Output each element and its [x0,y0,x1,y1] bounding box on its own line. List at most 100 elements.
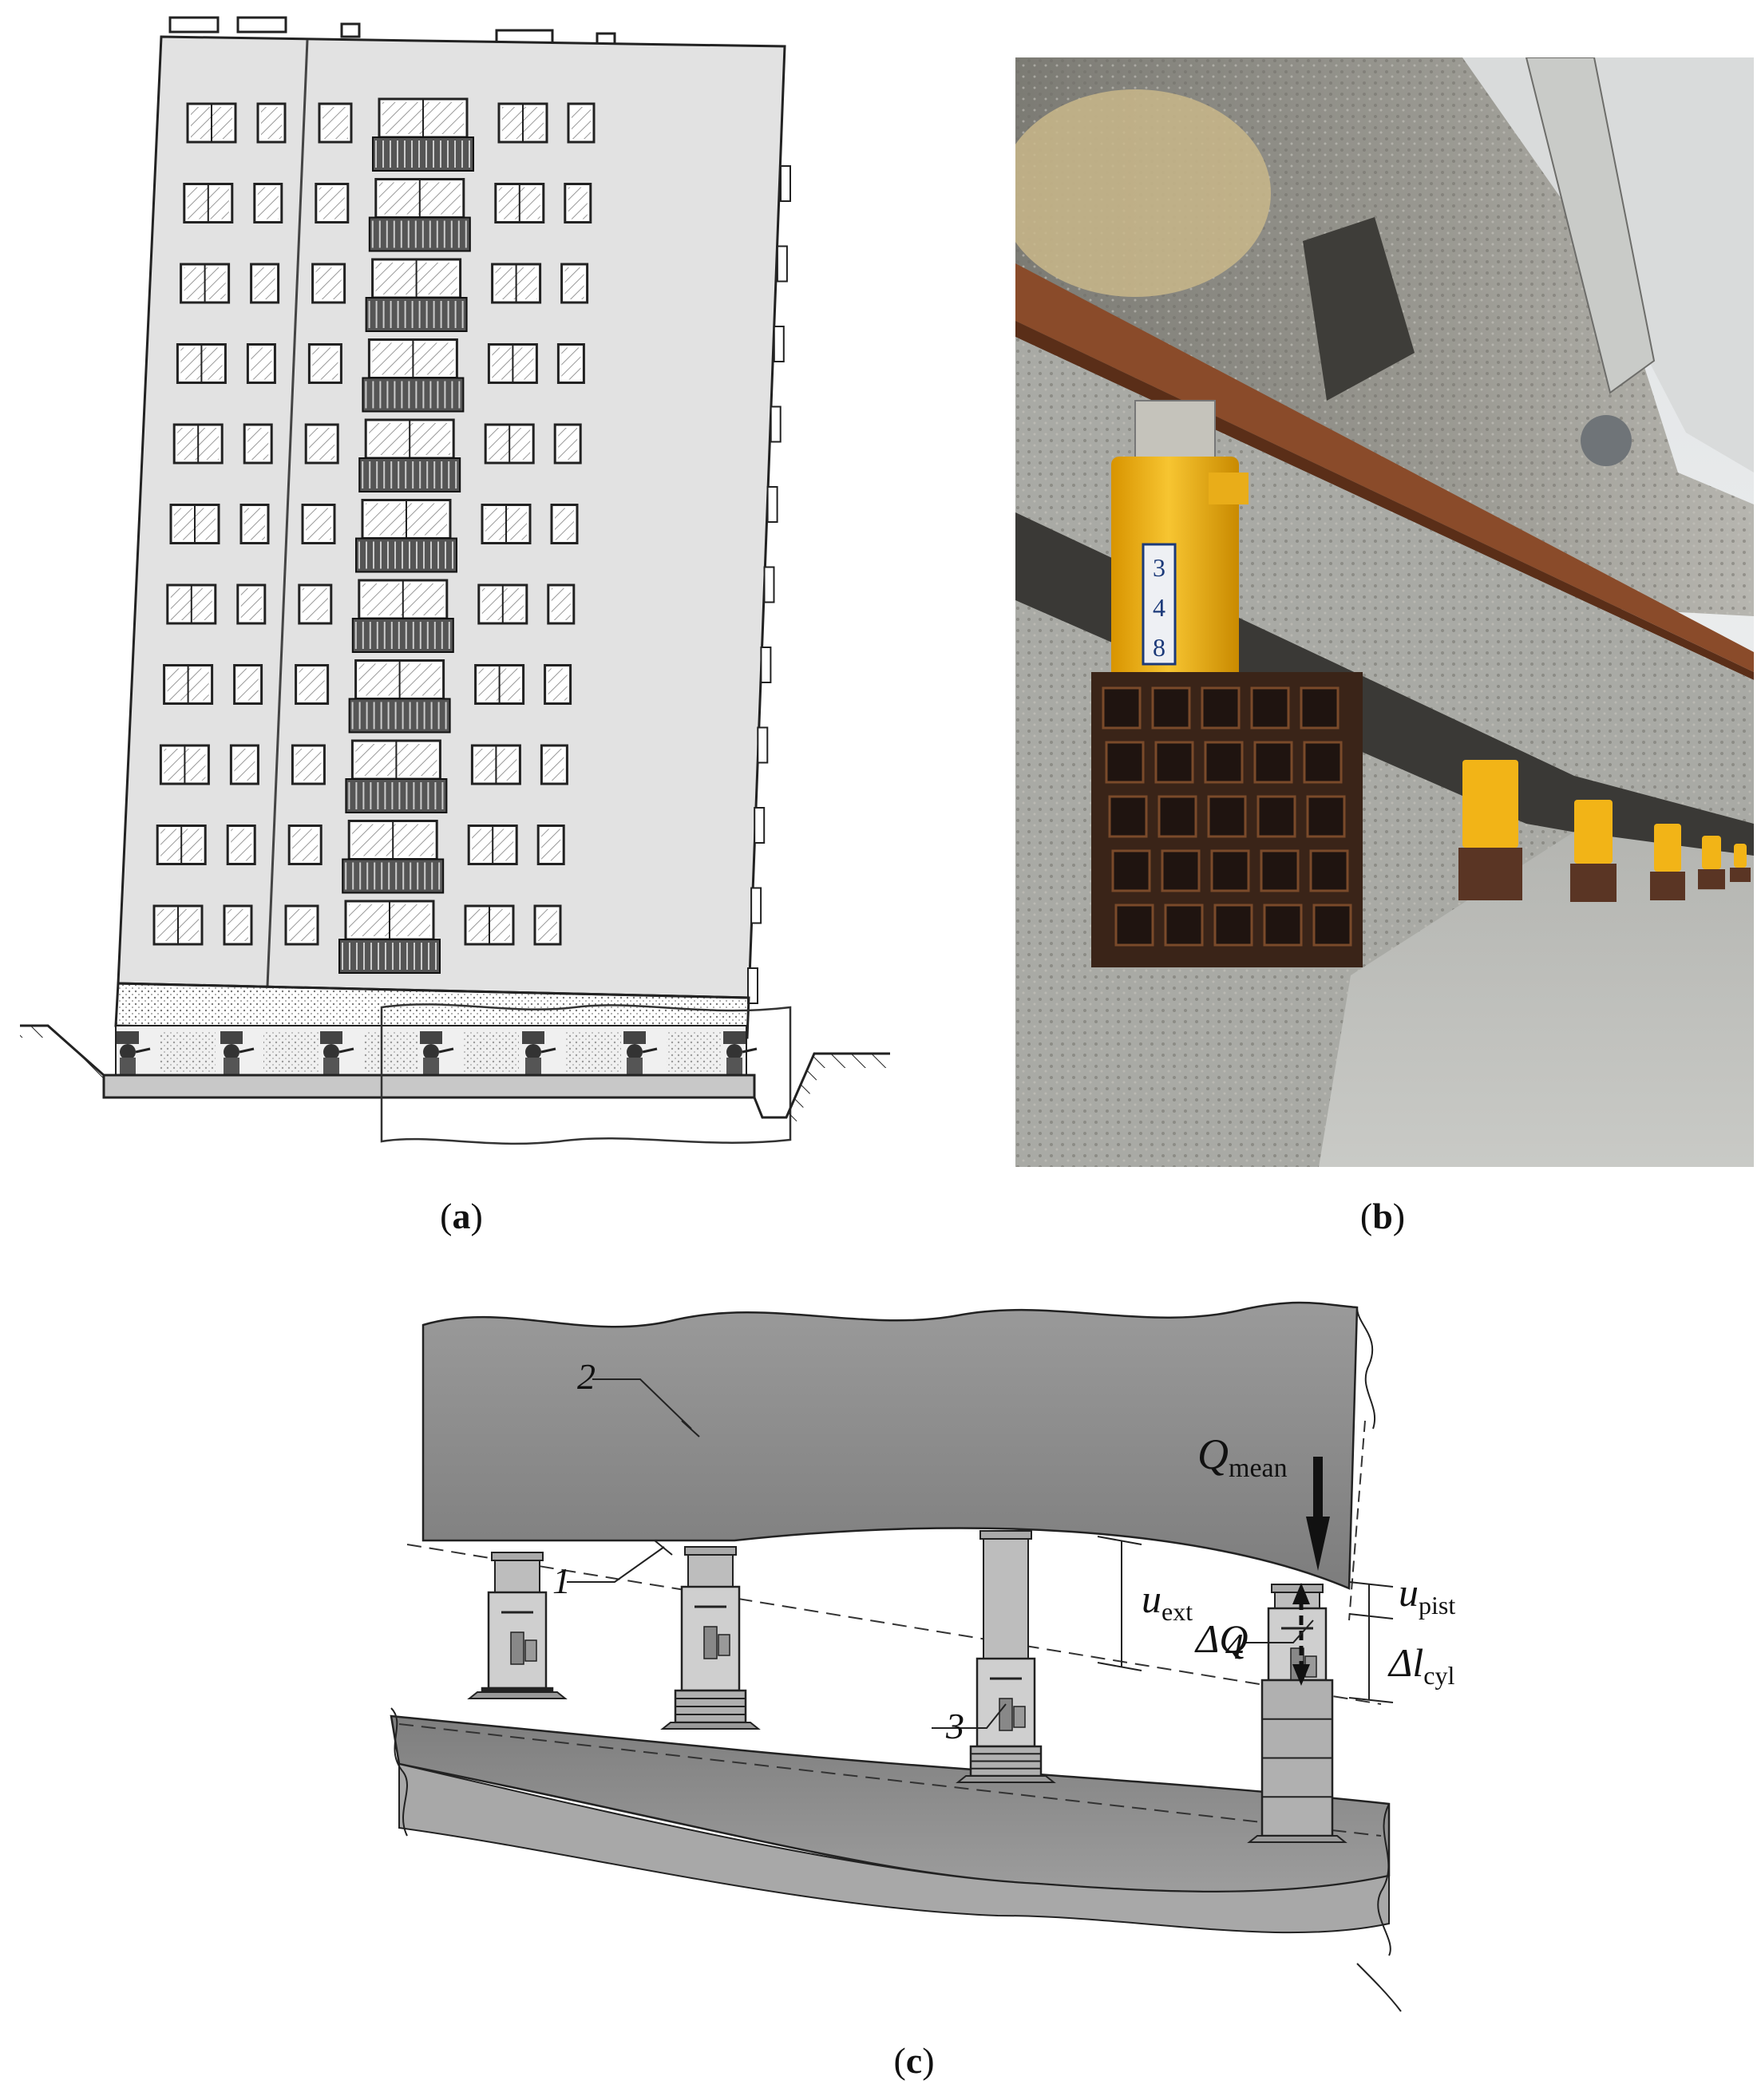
balcony-window [338,900,441,974]
slab-break-line [1356,1307,1375,1430]
caption-b-letter: b [1372,1196,1393,1236]
steel-crib-stack [1091,672,1363,967]
window [291,744,326,785]
window [315,183,350,223]
balcony-window [345,739,448,813]
side-ribs [747,165,791,1004]
building-elevation-svg [20,16,890,1145]
window [243,423,273,465]
delta-q-label: ΔQ [1194,1616,1248,1661]
balcony [1525,57,1656,394]
jacks-photo-svg: 3 4 8 [999,57,1754,1167]
panel-a-building-drawing: (a) [0,0,918,1236]
schematic-jack [956,1530,1056,1783]
caption-b-open: ( [1359,1196,1373,1236]
jack-number-2: 4 [1153,593,1165,622]
jack-icon [220,1031,255,1075]
break-line-left [390,1707,408,1837]
jack-icon [320,1031,354,1075]
window [467,825,518,865]
upper-slab [421,1301,1359,1590]
marker-2: 2 [577,1356,596,1397]
window [564,183,592,223]
window [491,263,542,304]
window [226,825,256,865]
window [481,504,532,544]
leader-lines [567,1378,1314,1729]
caption-a-open: ( [440,1196,453,1236]
balcony-window [342,820,445,894]
window [544,664,572,705]
facade-seam [266,39,309,987]
marker-1: 1 [552,1560,571,1601]
window [236,583,267,625]
satellite-dish-icon [1581,415,1632,466]
balcony-window [348,659,451,734]
caption-c-close: ) [922,2040,935,2081]
window [484,423,535,465]
jack-number-3: 8 [1153,633,1165,662]
window [287,825,323,865]
window [250,263,280,304]
panel-b-photo: 3 4 8 (b) [999,57,1754,1236]
window [159,744,210,785]
window [307,343,342,384]
caption-a-letter: a [452,1196,471,1236]
window [556,343,585,384]
window [295,664,330,705]
lower-foundation-base [398,1762,1390,1934]
window [233,664,263,705]
window [152,904,204,946]
caption-c: (c) [866,2039,962,2082]
window [464,904,515,946]
panel-c-schematic: 1 2 3 4 Qmean ΔQ uext upist Δlcyl (c) [319,1277,1501,2100]
windows [152,97,596,974]
window [239,504,270,544]
window [186,102,237,144]
window [540,744,568,785]
window [318,102,353,144]
marker-4: 4 [1225,1626,1244,1667]
window [550,504,579,544]
window [183,183,234,223]
dimension-u-pist [1348,1581,1394,1619]
window [560,263,589,304]
caption-b-close: ) [1392,1196,1406,1236]
window [229,744,259,785]
window [246,343,276,384]
window [256,102,287,144]
window [172,423,224,465]
foam-patch [999,89,1271,297]
window [497,102,548,144]
window [536,825,565,865]
q-mean-label: Qmean [1197,1430,1288,1483]
schematic-jack [1247,1584,1347,1843]
break-line-bottom [1356,1963,1402,2012]
rubble-ground [1319,832,1754,1167]
window [156,825,207,865]
balcony-window [365,258,468,332]
balcony-window [362,338,465,413]
window [176,343,227,384]
schematic-jacks [467,1530,1347,1843]
main-hydraulic-jack: 3 4 8 [1111,400,1249,680]
window [533,904,562,946]
balcony-window [372,97,474,172]
marker-3: 3 [945,1706,964,1746]
dashed-line-vertical [1348,1420,1366,1621]
u-pist-label: upist [1399,1570,1455,1619]
u-ext-label: uext [1142,1576,1193,1626]
jack-icon [420,1031,454,1075]
jack-icon [623,1031,658,1075]
jacks-row [117,1031,758,1075]
window [166,583,217,625]
q-mean-arrow-icon [1306,1457,1330,1571]
balcony-window [351,579,454,653]
break-line-right [1377,1803,1391,1956]
distant-jacks [1458,760,1751,902]
window [284,904,319,946]
caption-a-close: ) [470,1196,483,1236]
balcony-window [355,499,457,573]
window [169,504,220,544]
caption-b: (b) [1335,1195,1431,1237]
